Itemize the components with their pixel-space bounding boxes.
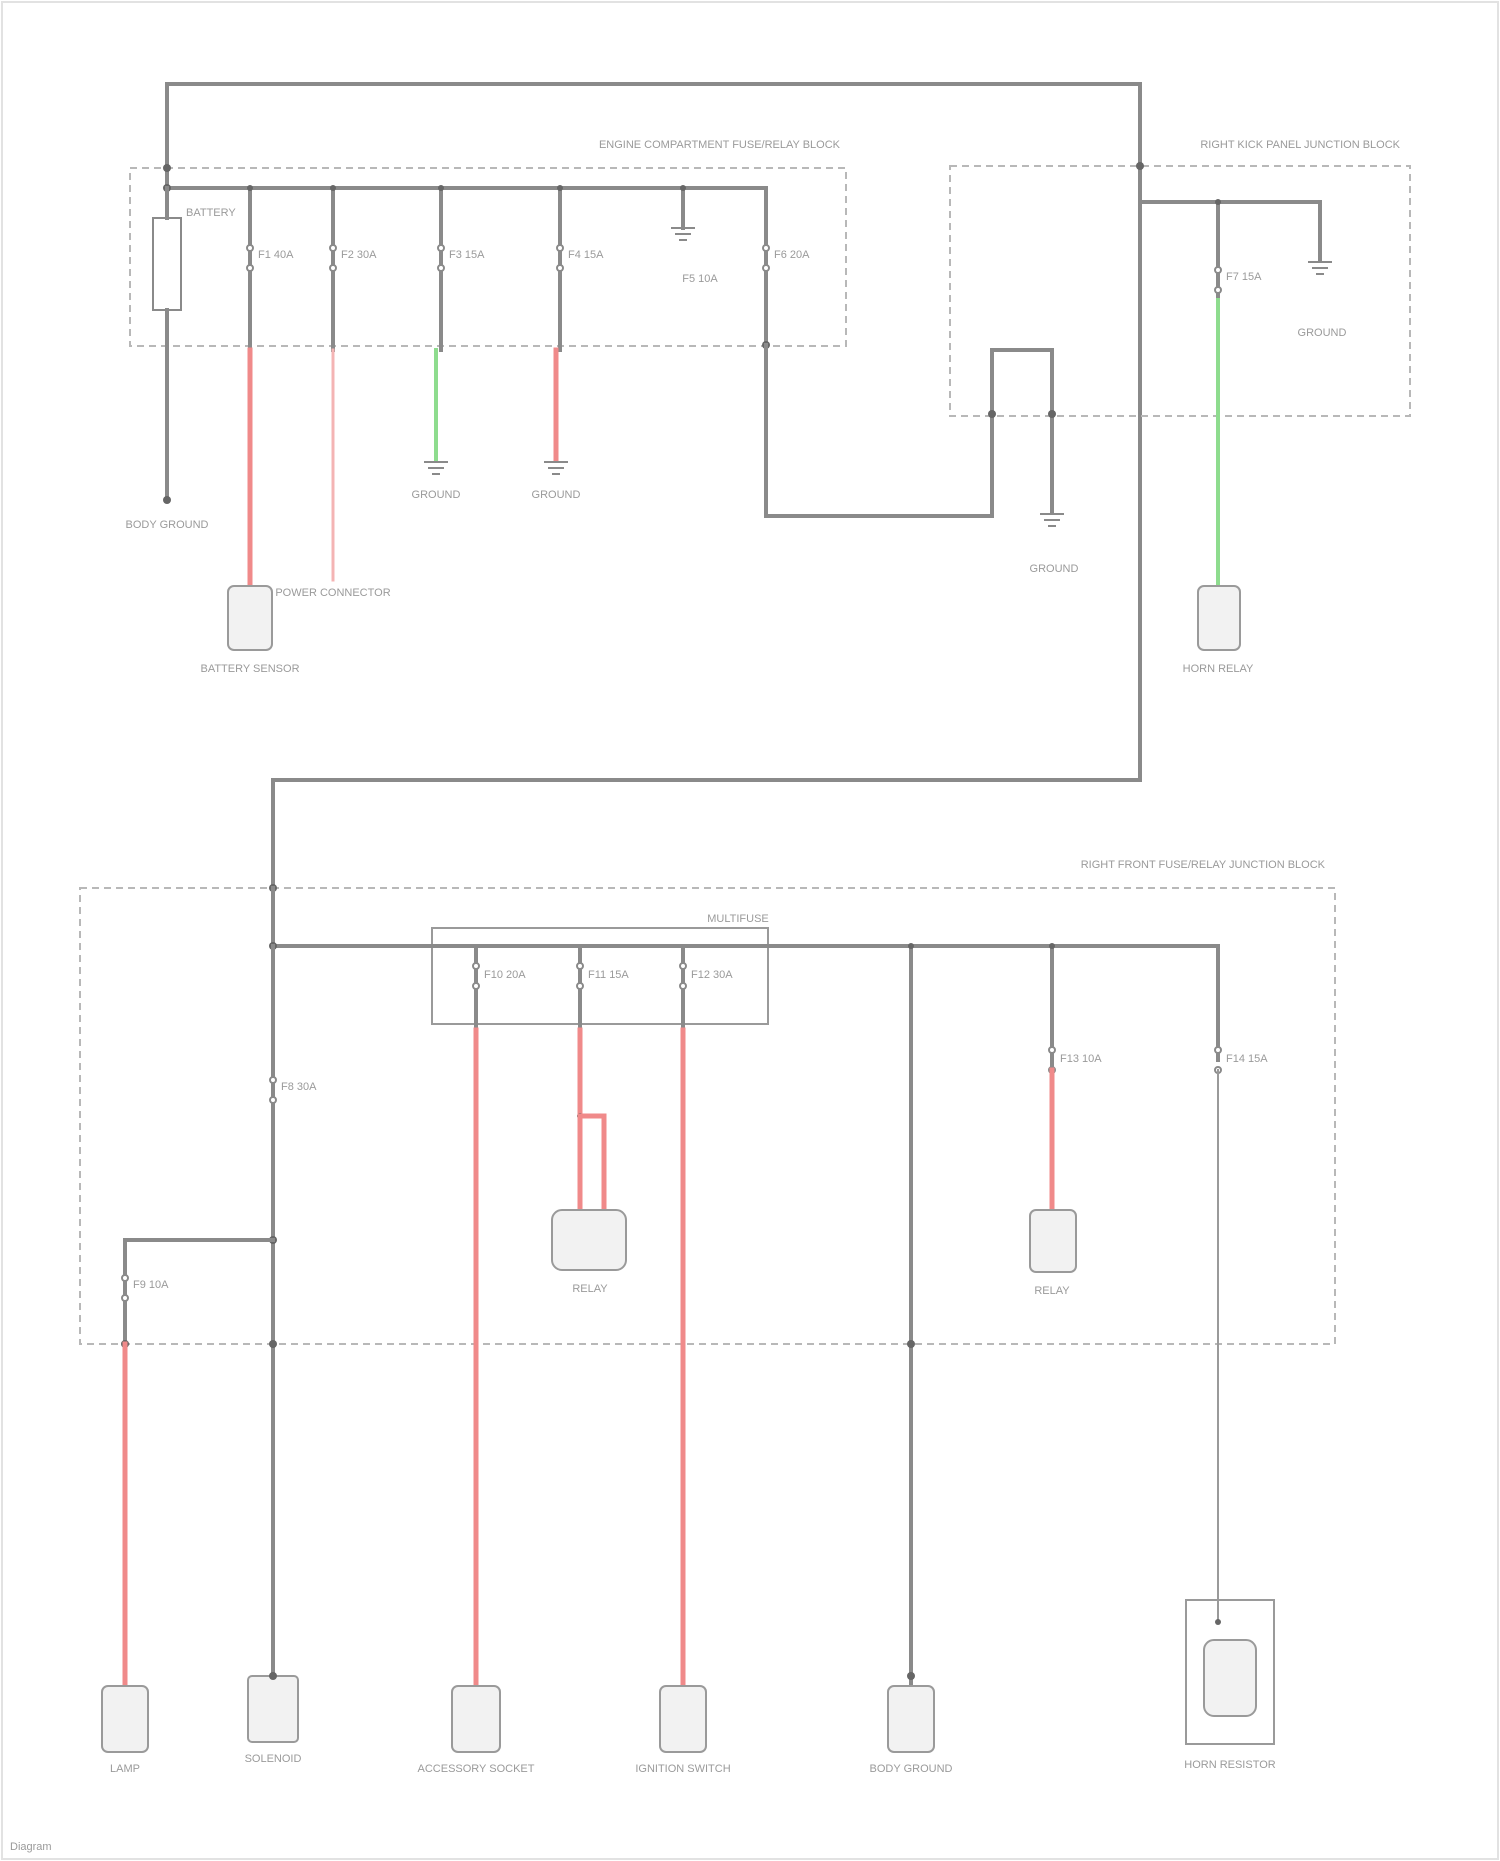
junction-dot xyxy=(557,185,563,191)
power-connector-label: POWER CONNECTOR xyxy=(275,587,390,599)
body-ground-component-symbol xyxy=(888,1686,934,1752)
fuse-symbol xyxy=(577,983,583,989)
horn-resistor-symbol xyxy=(1204,1640,1256,1716)
battery-sensor-symbol xyxy=(228,586,272,650)
fuse-label: F2 30A xyxy=(341,249,377,261)
fuse-label: F12 30A xyxy=(691,969,733,981)
horn-resistor-label: HORN RESISTOR xyxy=(1184,1759,1276,1771)
fuse-label: F6 20A xyxy=(774,249,810,261)
fuse-symbol xyxy=(763,265,769,271)
relay-right-symbol xyxy=(1030,1210,1076,1272)
ground-2-label: GROUND xyxy=(532,489,581,501)
ground-1-label: GROUND xyxy=(412,489,461,501)
fuse-symbol xyxy=(577,963,583,969)
ground-3-label: GROUND xyxy=(1298,327,1347,339)
junction-dot xyxy=(1136,162,1144,170)
fuse-symbol xyxy=(763,245,769,251)
fuse-symbol xyxy=(247,265,253,271)
relay-mid-label: RELAY xyxy=(572,1283,608,1295)
main-fuse-symbol xyxy=(153,218,181,310)
accessory-socket-symbol xyxy=(452,1686,500,1752)
footer-label: Diagram xyxy=(10,1841,52,1853)
fuse-symbol xyxy=(680,963,686,969)
junction-dot xyxy=(907,1672,915,1680)
junction-dot xyxy=(269,1672,277,1680)
fuse-symbol xyxy=(438,265,444,271)
junction-dot xyxy=(1215,1619,1221,1625)
fuse-label: F5 10A xyxy=(682,273,718,285)
lamp-symbol xyxy=(102,1686,148,1752)
fuse-label: F8 30A xyxy=(281,1081,317,1093)
fuse-symbol xyxy=(270,1097,276,1103)
fuse-label: F3 15A xyxy=(449,249,485,261)
junction-dot xyxy=(438,185,444,191)
fuse-symbol xyxy=(473,963,479,969)
multifuse-title: MULTIFUSE xyxy=(707,913,769,925)
body-ground-dot xyxy=(163,496,171,504)
junction-dot xyxy=(330,185,336,191)
fuse-symbol xyxy=(1215,287,1221,293)
fuse-symbol xyxy=(247,245,253,251)
fuse-symbol xyxy=(330,265,336,271)
junction-dot xyxy=(988,410,996,418)
relay-mid-symbol xyxy=(552,1210,626,1270)
horn-relay-label: HORN RELAY xyxy=(1183,663,1254,675)
junction-dot xyxy=(907,1340,915,1348)
junction-dot xyxy=(247,185,253,191)
fuse-symbol xyxy=(1049,1047,1055,1053)
body-ground-label: BODY GROUND xyxy=(126,519,209,531)
front-junction-block-title: RIGHT FRONT FUSE/RELAY JUNCTION BLOCK xyxy=(1081,859,1326,871)
lamp-label: LAMP xyxy=(110,1763,140,1775)
accessory-socket-label: ACCESSORY SOCKET xyxy=(418,1763,535,1775)
junction-dot xyxy=(1049,943,1055,949)
fuse-symbol xyxy=(680,983,686,989)
battery-sensor-label: BATTERY SENSOR xyxy=(200,663,299,675)
fuse-symbol xyxy=(557,245,563,251)
fuse-symbol xyxy=(557,265,563,271)
battery-label: BATTERY xyxy=(186,207,236,219)
fuse-label: F13 10A xyxy=(1060,1053,1102,1065)
junction-dot xyxy=(680,185,686,191)
junction-dot xyxy=(1048,410,1056,418)
fuse-label: F10 20A xyxy=(484,969,526,981)
fuse-symbol xyxy=(122,1295,128,1301)
junction-dot xyxy=(908,943,914,949)
fuse-symbol xyxy=(270,1077,276,1083)
junction-dot xyxy=(163,164,171,172)
fuse-symbol xyxy=(330,245,336,251)
fuse-symbol xyxy=(122,1275,128,1281)
fuse-symbol xyxy=(438,245,444,251)
engine-fuse-block-title: ENGINE COMPARTMENT FUSE/RELAY BLOCK xyxy=(599,139,841,151)
junction-dot xyxy=(1215,199,1221,205)
fuse-label: F4 15A xyxy=(568,249,604,261)
fuse-label: F11 15A xyxy=(588,969,629,981)
relay-right-label: RELAY xyxy=(1034,1285,1070,1297)
ground-4-label: GROUND xyxy=(1030,563,1079,575)
fuse-label: F7 15A xyxy=(1226,271,1262,283)
ignition-switch-label: IGNITION SWITCH xyxy=(635,1763,730,1775)
solenoid-symbol xyxy=(248,1676,298,1742)
solenoid-label: SOLENOID xyxy=(245,1753,302,1765)
body-ground-component-label: BODY GROUND xyxy=(870,1763,953,1775)
horn-relay-symbol xyxy=(1198,586,1240,650)
fuse-symbol xyxy=(1215,267,1221,273)
kick-panel-block-title: RIGHT KICK PANEL JUNCTION BLOCK xyxy=(1200,139,1400,151)
fuse-symbol xyxy=(1215,1047,1221,1053)
junction-dot xyxy=(269,1340,277,1348)
fuse-label: F9 10A xyxy=(133,1279,169,1291)
fuse-symbol xyxy=(473,983,479,989)
fuse-label: F1 40A xyxy=(258,249,294,261)
ignition-switch-symbol xyxy=(660,1686,706,1752)
fuse-label: F14 15A xyxy=(1226,1053,1268,1065)
